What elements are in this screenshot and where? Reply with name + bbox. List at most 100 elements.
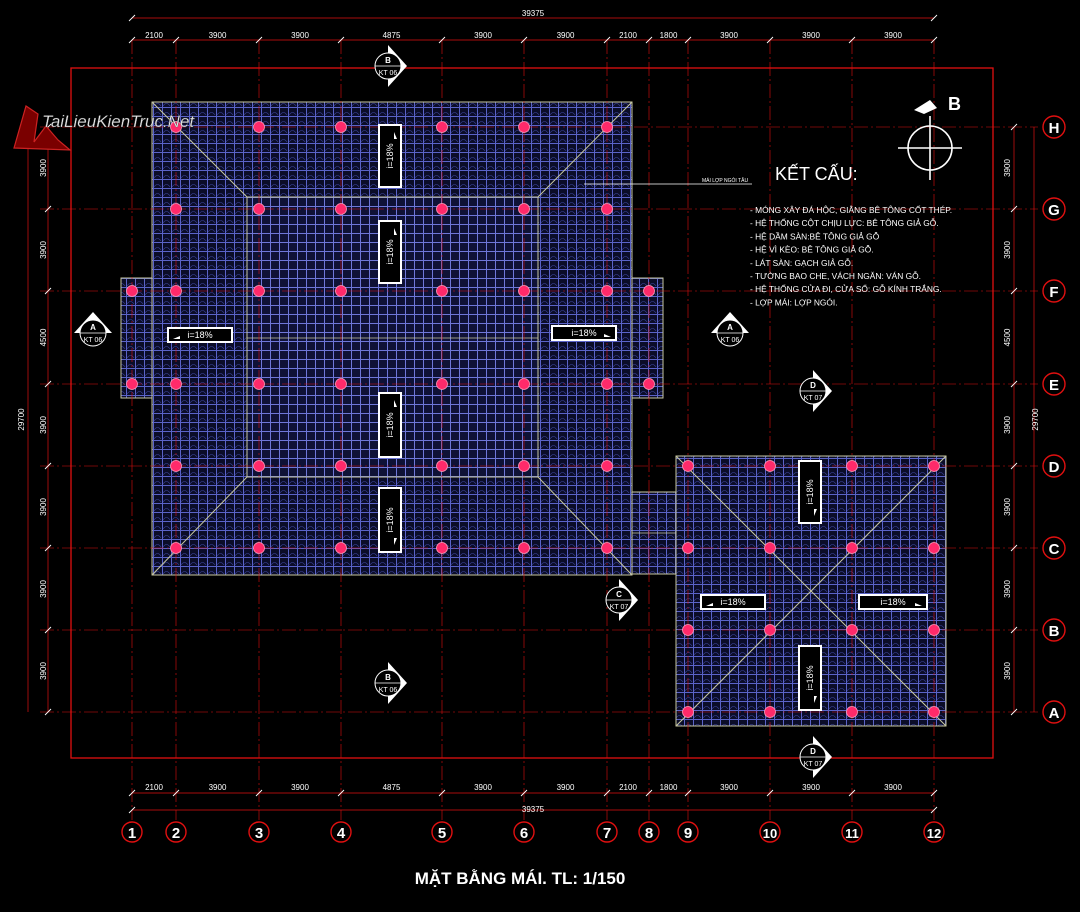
column-marker (846, 624, 858, 636)
dim-top-label: 2100 (145, 31, 163, 40)
dim-top-label: 3900 (474, 31, 492, 40)
dim-top-label: 2100 (619, 31, 637, 40)
column-marker (335, 285, 347, 297)
column-marker (846, 460, 858, 472)
dim-top-tick (684, 36, 692, 44)
dim-bottom-tick (645, 789, 653, 797)
dim-left-label: 3900 (39, 241, 48, 259)
dim-bottom-label: 2100 (619, 783, 637, 792)
dim-bottom-label: 3900 (720, 783, 738, 792)
column-marker (601, 121, 613, 133)
slope-arrow (706, 603, 713, 606)
axis-label-x: 2 (172, 825, 180, 842)
axis-bubble-y (1042, 197, 1066, 221)
slope-label: i=18% (385, 143, 395, 168)
note-item: - HỆ VÌ KÈO: BÊ TÔNG GIẢ GỖ. (750, 244, 874, 255)
column-marker (126, 378, 138, 390)
column-marker (928, 624, 940, 636)
dim-bottom-tick (930, 789, 938, 797)
column-marker (518, 378, 530, 390)
column-marker (253, 121, 265, 133)
dim-top-tick (255, 36, 263, 44)
dim-bottom-label: 3900 (557, 783, 575, 792)
column-marker (682, 460, 694, 472)
column-marker (436, 203, 448, 215)
dimensions: 2100 3900 3900 4875 3900 3900 2100 1800 3900 3900… (17, 9, 1040, 814)
axis-label-y: A (1049, 705, 1060, 722)
section-mark-letter: B (385, 673, 391, 682)
section-mark: AKT 06 (74, 312, 112, 347)
dim-left-tick (44, 708, 52, 716)
section-mark: BKT 06 (374, 45, 407, 87)
north-letter: B (948, 94, 961, 114)
column-marker (518, 203, 530, 215)
axis-bubble-y (1042, 700, 1066, 724)
column-marker (170, 285, 182, 297)
section-mark-ref: KT 06 (721, 337, 740, 344)
dim-bottom-label: 4875 (383, 783, 401, 792)
slope-inner (860, 596, 926, 608)
section-mark-letter: D (810, 747, 816, 756)
slope-marker: i=18% (700, 594, 766, 610)
slope-arrow (604, 334, 611, 337)
slope-label: i=18% (385, 412, 395, 437)
slope-markers: i=18%i=18%i=18%i=18%i=18%i=18%i=18%i=18%… (167, 124, 928, 711)
dim-right-label: 3900 (1003, 416, 1012, 434)
column-marker (436, 460, 448, 472)
slope-label: i=18% (187, 330, 212, 340)
dim-right-label: 3900 (1003, 241, 1012, 259)
dim-right-tick (1010, 544, 1018, 552)
dim-bottom-tick (766, 789, 774, 797)
axis-label-x: 8 (645, 825, 653, 842)
slope-arrow (915, 603, 922, 606)
dim-right-label: 3900 (1003, 498, 1012, 516)
structure-notes: KẾT CẤU: MÁI LỢP NGÓI TÂU - MÓNG XÂY ĐÁ … (584, 163, 952, 307)
dim-top-tick (603, 36, 611, 44)
slope-marker: i=18% (798, 645, 822, 711)
column-marker (518, 542, 530, 554)
dim-bottom-tick (337, 789, 345, 797)
column-marker (436, 285, 448, 297)
axis-label-x: 3 (255, 825, 263, 842)
dim-left-total-label: 29700 (17, 408, 26, 431)
column-marker (126, 285, 138, 297)
slope-marker: i=18% (378, 487, 402, 553)
dim-bottom-label: 2100 (145, 783, 163, 792)
section-mark-letter: B (385, 56, 391, 65)
section-mark: DKT 07 (799, 736, 832, 778)
dim-right-tick (1010, 205, 1018, 213)
column-marker (518, 285, 530, 297)
section-mark-letter: A (90, 323, 96, 332)
column-marker (764, 460, 776, 472)
dim-top-tick (930, 14, 938, 22)
column-marker (846, 542, 858, 554)
slope-arrow (394, 228, 397, 235)
slope-inner (380, 126, 400, 186)
axis-label-x: 6 (520, 825, 528, 842)
column-marker (764, 624, 776, 636)
dim-bottom-label: 3900 (884, 783, 902, 792)
column-marker (643, 378, 655, 390)
column-marker (601, 203, 613, 215)
outer-frame (70, 67, 994, 759)
slope-marker: i=18% (378, 124, 402, 188)
column-marker (170, 121, 182, 133)
dim-bottom-label: 3900 (291, 783, 309, 792)
slope-inner (553, 327, 615, 339)
slope-label: i=18% (720, 597, 745, 607)
dim-right-label: 3900 (1003, 580, 1012, 598)
dim-bottom-tick (603, 789, 611, 797)
dim-left-tick (44, 205, 52, 213)
axis-bubble-x (596, 821, 618, 843)
note-item: - TƯỜNG BAO CHE, VÁCH NGĂN: VÁN GỖ. (750, 270, 921, 281)
axis-bubble-y (1042, 115, 1066, 139)
axis-label-x: 7 (603, 825, 611, 842)
axis-bubble-x (330, 821, 352, 843)
column-marker (335, 121, 347, 133)
dim-bottom-label: 1800 (660, 783, 678, 792)
dim-right-total-label: 29700 (1031, 408, 1040, 431)
axis-label-y: C (1049, 541, 1060, 558)
axis-bubble-x (923, 821, 945, 843)
dim-left-label: 3900 (39, 580, 48, 598)
